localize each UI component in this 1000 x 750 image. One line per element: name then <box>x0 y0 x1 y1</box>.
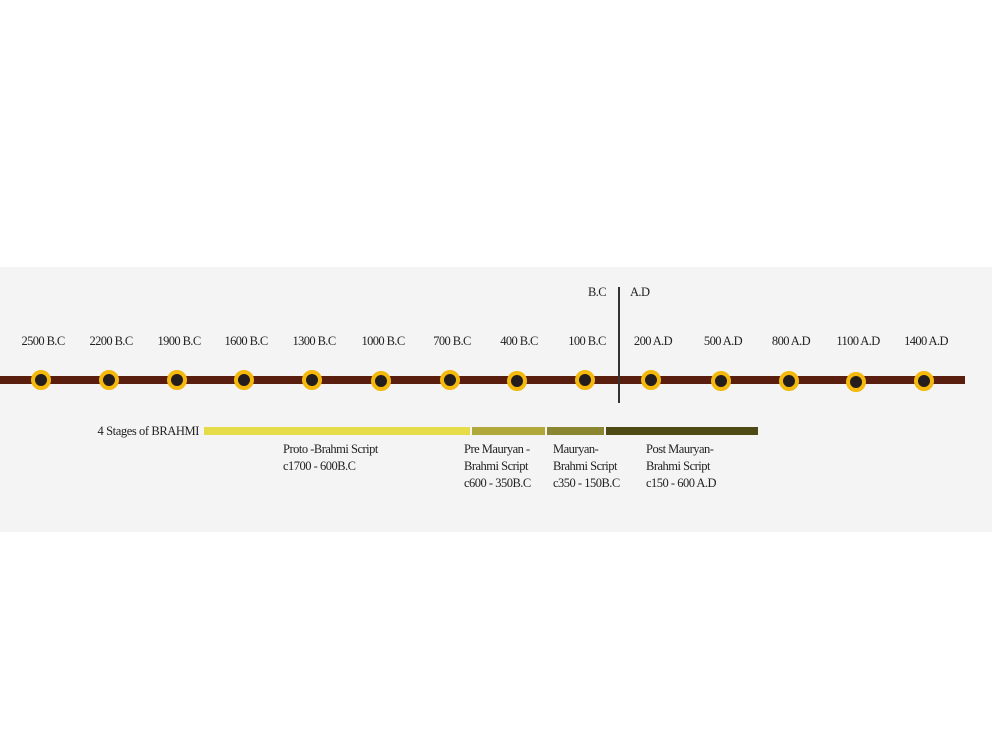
timeline-marker <box>99 370 119 390</box>
stage-label-line: Proto -Brahmi Script <box>283 442 378 456</box>
timeline-marker <box>507 371 527 391</box>
stage-label-line: c600 - 350B.C <box>464 476 531 490</box>
timeline-marker <box>641 370 661 390</box>
tick-label: 800 A.D <box>771 334 811 348</box>
stage-bar <box>204 427 470 435</box>
timeline-marker <box>846 372 866 392</box>
stage-bar <box>606 427 758 435</box>
tick-label: 1600 B.C <box>224 334 268 348</box>
timeline-marker <box>234 370 254 390</box>
tick-label: 1100 A.D <box>836 334 880 348</box>
stage-label-line: Mauryan- <box>553 442 599 456</box>
stage-bar <box>472 427 545 435</box>
era-label-bc: B.C <box>588 285 607 299</box>
stage-label-line: c1700 - 600B.C <box>283 459 356 473</box>
timeline-panel <box>0 267 992 532</box>
stage-label-line: Brahmi Script <box>464 459 528 473</box>
stage-label: Post Mauryan- Brahmi Script c150 - 600 A.D <box>646 441 717 492</box>
timeline-marker <box>31 370 51 390</box>
stage-label: Proto -Brahmi Script c1700 - 600B.C <box>283 441 378 475</box>
timeline-marker <box>371 371 391 391</box>
timeline-marker <box>575 370 595 390</box>
timeline-marker <box>914 371 934 391</box>
bc-ad-divider <box>618 287 620 403</box>
timeline-marker <box>302 370 322 390</box>
tick-label: 700 B.C <box>433 334 471 348</box>
stages-title: 4 Stages of BRAHMI <box>97 424 200 438</box>
stage-label-line: Brahmi Script <box>553 459 617 473</box>
stage-label-line: Brahmi Script <box>646 459 710 473</box>
tick-label: 400 B.C <box>500 334 538 348</box>
timeline-axis <box>0 376 965 384</box>
era-label-ad: A.D <box>630 285 650 299</box>
tick-label: 1900 B.C <box>157 334 201 348</box>
tick-label: 1000 B.C <box>361 334 405 348</box>
stage-bar <box>547 427 604 435</box>
stage-label: Mauryan- Brahmi Script c350 - 150B.C <box>553 441 620 492</box>
timeline-marker <box>440 370 460 390</box>
tick-label: 1400 A.D <box>904 334 948 348</box>
stage-label-line: Pre Mauryan - <box>464 442 530 456</box>
tick-label: 100 B.C <box>568 334 606 348</box>
tick-label: 2200 B.C <box>89 334 133 348</box>
timeline-marker <box>779 371 799 391</box>
timeline-marker <box>167 370 187 390</box>
tick-label: 1300 B.C <box>292 334 336 348</box>
tick-label: 2500 B.C <box>21 334 65 348</box>
timeline-marker <box>711 371 731 391</box>
stage-label-line: c150 - 600 A.D <box>646 476 717 490</box>
tick-label: 200 A.D <box>633 334 673 348</box>
stage-label: Pre Mauryan - Brahmi Script c600 - 350B.C <box>464 441 531 492</box>
tick-label: 500 A.D <box>703 334 743 348</box>
stage-label-line: c350 - 150B.C <box>553 476 620 490</box>
stage-label-line: Post Mauryan- <box>646 442 714 456</box>
